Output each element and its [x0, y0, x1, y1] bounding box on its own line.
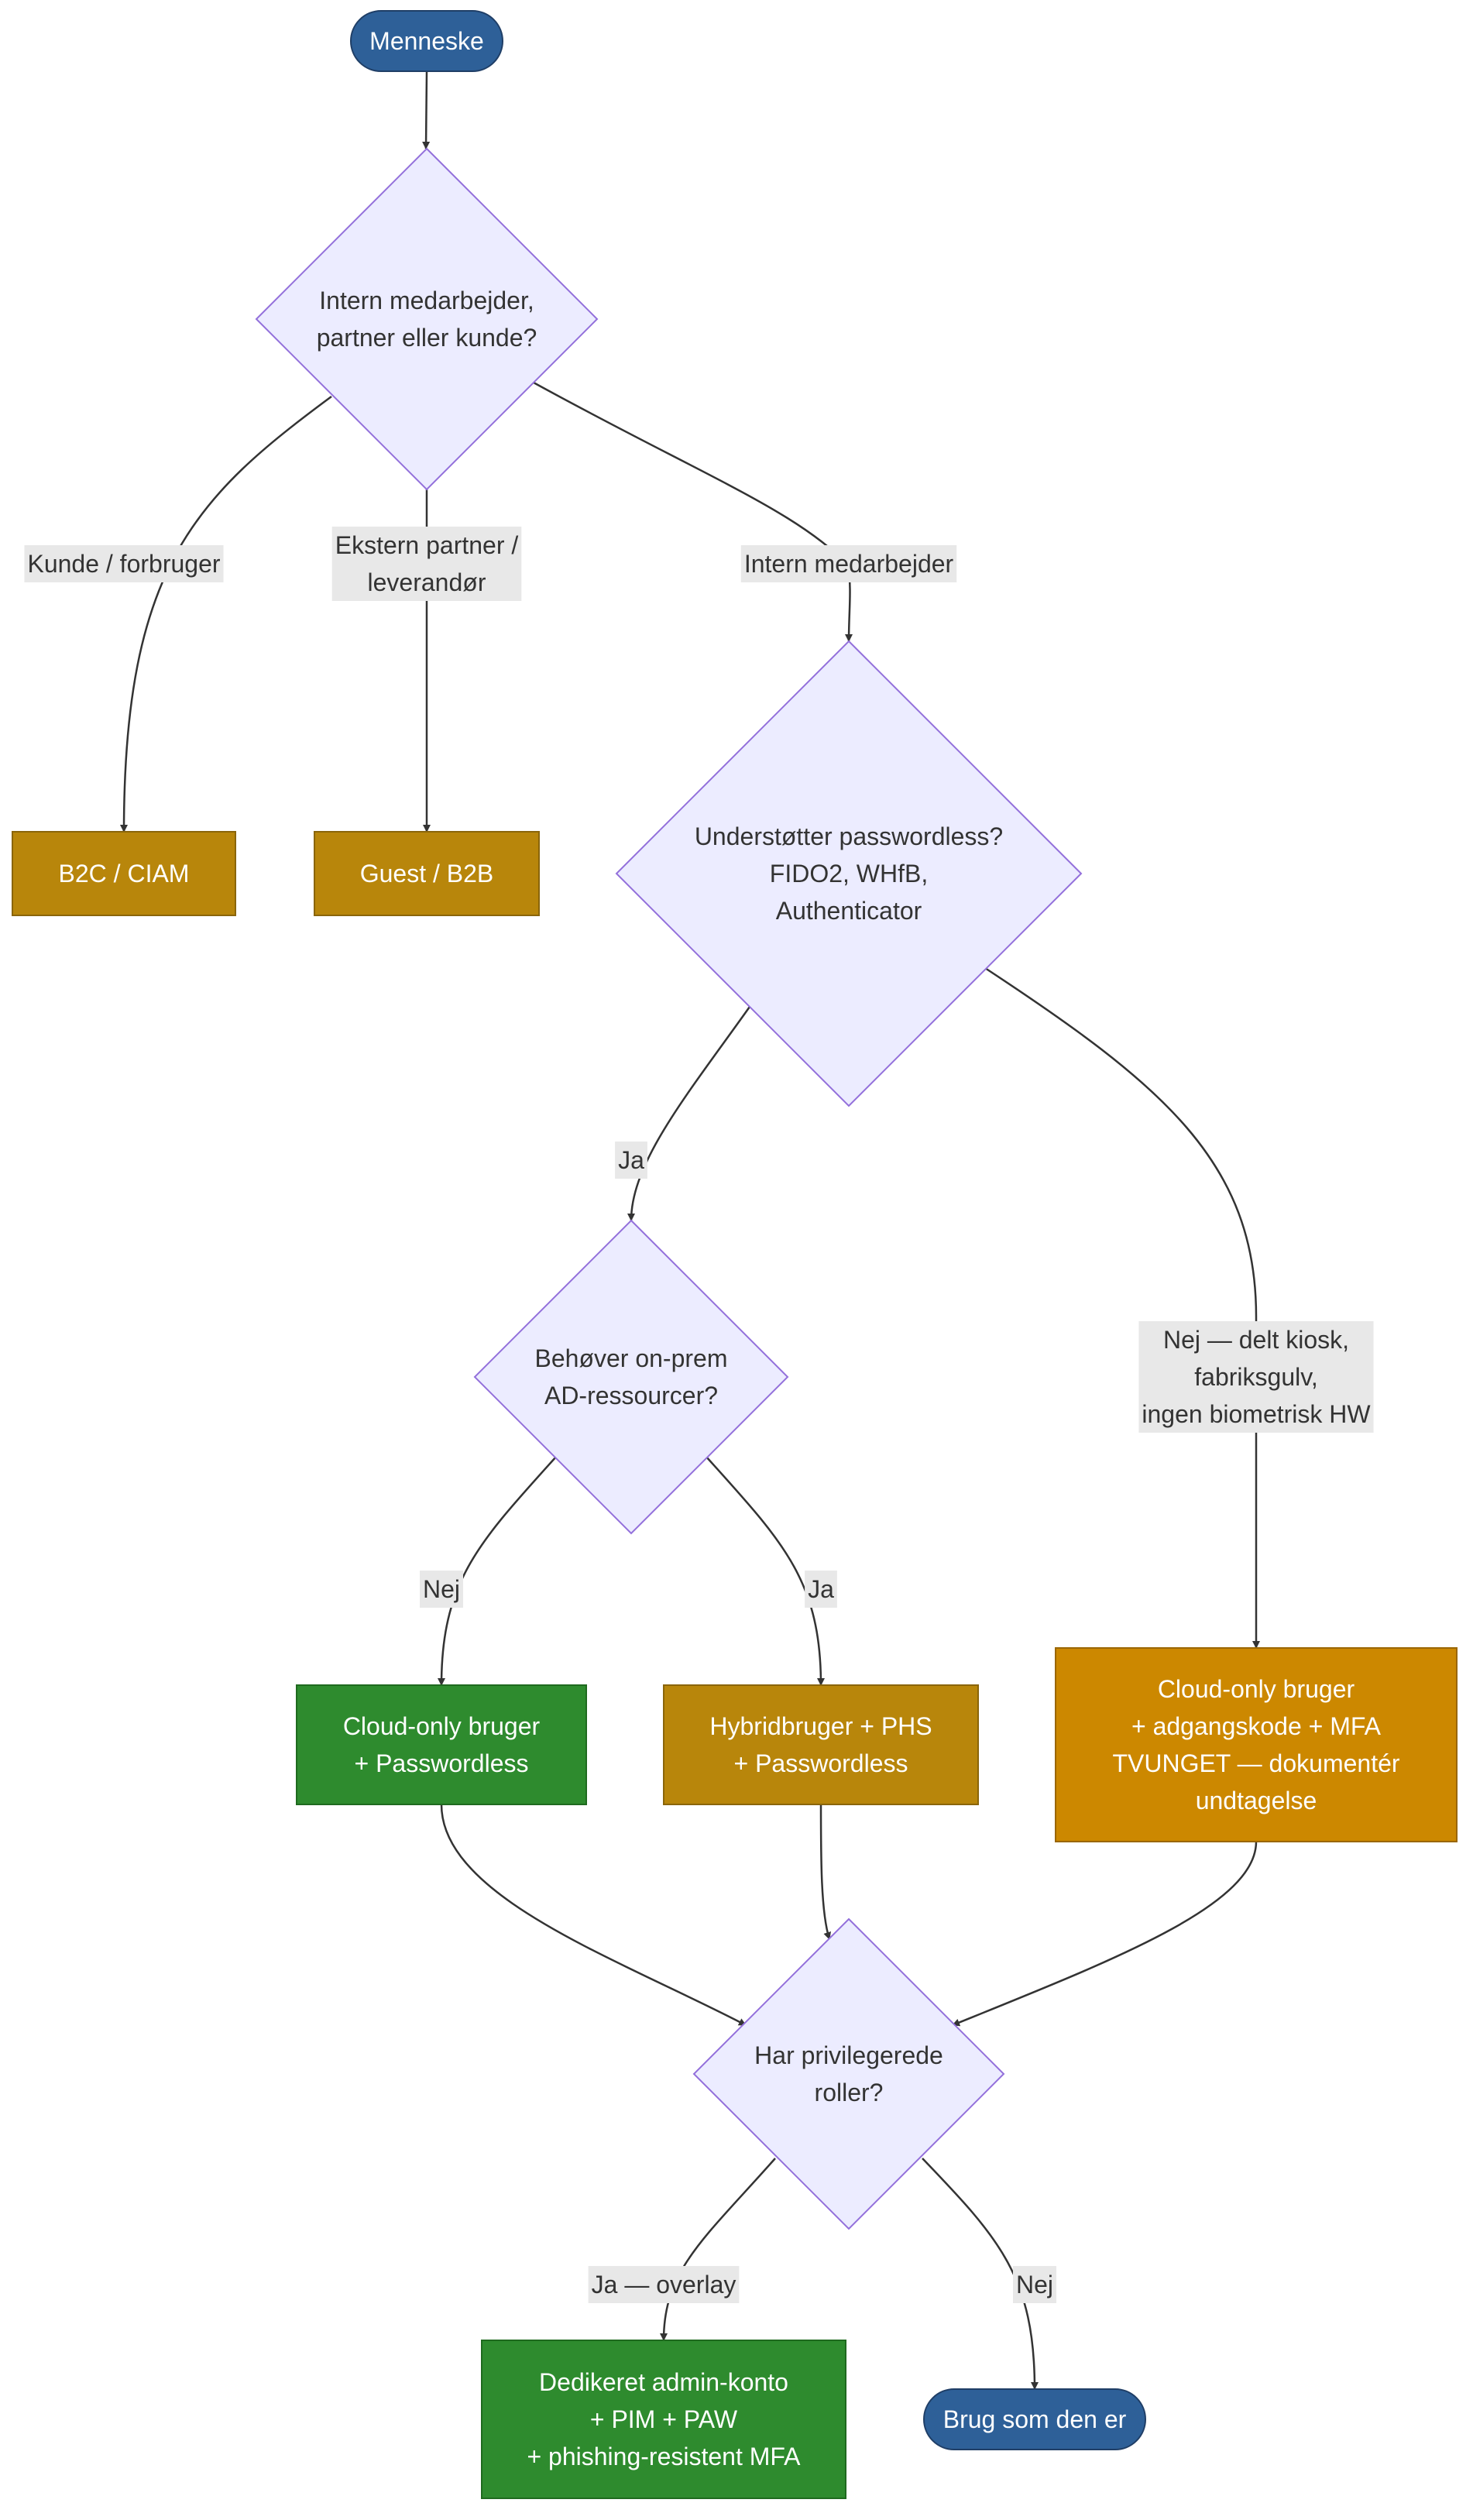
e-qtype-qpw-arrow: [533, 381, 853, 642]
edges: [120, 70, 1260, 2390]
e-qpw-cloudmfa-arrow: [984, 966, 1260, 1649]
q-type-decision-text-line: Intern medarbejder,: [319, 287, 534, 314]
e-cloudmfa-qpriv-arrow: [952, 1841, 1258, 2027]
b2c-node: B2C / CIAM: [12, 831, 236, 916]
e-qpriv-asis-label: Nej: [1012, 2266, 1057, 2303]
e-qonprem-cloudpw-label-line: Nej: [423, 1575, 460, 1603]
guest-node: Guest / B2B: [314, 831, 540, 916]
e-qpw-cloudmfa-label-line: Nej — delt kiosk,: [1163, 1326, 1349, 1354]
menneske-node: Menneske: [350, 10, 503, 72]
q-type-decision-text-line: partner eller kunde?: [317, 324, 537, 352]
e-qonprem-cloudpw-label-bg: [419, 1571, 464, 1608]
e-qtype-guest-label-bg: [331, 527, 522, 601]
cloud-mfa-node-text-line: Cloud-only bruger: [1158, 1675, 1355, 1703]
e-qtype-qpw-label-line: Intern medarbejder: [744, 550, 954, 578]
hybrid-node-text-line: Hybridbruger + PHS: [709, 1712, 932, 1740]
e-qonprem-hybrid-label-bg: [805, 1571, 837, 1608]
b2c-node-shape: [12, 831, 236, 916]
admin-node-text-line: + PIM + PAW: [590, 2405, 738, 2433]
e-qpriv-admin-arrow: [660, 2158, 776, 2341]
b2c-node-text-line: B2C / CIAM: [59, 860, 190, 887]
e-qpw-qonprem-label-bg: [615, 1142, 647, 1179]
e-qtype-b2c-label-line: Kunde / forbruger: [27, 550, 220, 578]
e-qonprem-hybrid-arrow: [705, 1455, 825, 1686]
q-onprem-decision-text-line: AD-ressourcer?: [544, 1382, 718, 1409]
q-passwordless-decision: Understøtter passwordless? FIDO2, WHfB, Au…: [615, 640, 1083, 1107]
cloud-mfa-node-text-line: + adgangskode + MFA: [1131, 1712, 1382, 1740]
cloud-mfa-node-text-line: TVUNGET — dokumentér: [1112, 1749, 1399, 1777]
q-onprem-decision-shape: [473, 1219, 789, 1535]
hybrid-node-text-line: + Passwordless: [734, 1749, 908, 1777]
e-qpriv-admin-label-line: Ja — overlay: [592, 2271, 736, 2299]
e-qonprem-hybrid-label: Ja: [805, 1571, 837, 1608]
e-cloudpw-qpriv-arrow: [440, 1804, 747, 2027]
admin-node-text-line: Dedikeret admin-konto: [539, 2368, 788, 2396]
admin-node: Dedikeret admin-konto + PIM + PAW + phishi…: [481, 2340, 846, 2499]
e-qpw-cloudmfa-label-line: fabriksgulv,: [1194, 1363, 1317, 1391]
e-qpw-qonprem-label: Ja: [615, 1142, 647, 1179]
guest-node-shape: [314, 831, 540, 916]
e-qtype-guest-label-line: leverandør: [368, 568, 486, 596]
admin-node-text-line: + phishing-resistent MFA: [527, 2443, 801, 2470]
e-menneske-qtype-arrow: [422, 70, 431, 149]
edge-labels: Kunde / forbruger Ekstern partner / levera…: [24, 527, 1374, 2303]
e-qpw-qonprem-label-line: Ja: [618, 1146, 644, 1174]
e-qpriv-admin-label-bg: [588, 2266, 740, 2303]
q-passwordless-decision-text-line: Authenticator: [776, 897, 922, 925]
cloud-mfa-node: Cloud-only bruger + adgangskode + MFA TVUN…: [1055, 1647, 1458, 1842]
e-qtype-b2c-label-bg: [24, 545, 224, 582]
hybrid-node-shape: [663, 1684, 979, 1805]
guest-node-text-line: Guest / B2B: [360, 860, 494, 887]
q-priv-decision-shape: [692, 1917, 1005, 2230]
menneske-node-shape: [350, 10, 503, 72]
e-qpriv-asis-arrow: [922, 2158, 1039, 2390]
e-qtype-guest-label-line: Ekstern partner /: [335, 531, 519, 559]
q-onprem-decision-text-line: Behøver on-prem: [535, 1344, 728, 1372]
cloud-pwless-node-text-line: + Passwordless: [355, 1749, 529, 1777]
e-hybrid-qpriv-arrow: [819, 1804, 831, 1940]
e-qtype-b2c-arrow: [120, 395, 332, 833]
e-qonprem-hybrid-label-line: Ja: [808, 1575, 834, 1603]
q-type-decision: Intern medarbejder, partner eller kunde?: [255, 147, 599, 491]
cloud-mfa-node-shape: [1055, 1647, 1458, 1842]
cloud-mfa-node-text-line: undtagelse: [1196, 1787, 1317, 1814]
q-priv-decision-text-line: roller?: [815, 2079, 884, 2106]
q-type-decision-shape: [255, 147, 599, 491]
e-qtype-b2c-label: Kunde / forbruger: [24, 545, 224, 582]
as-is-node: Brug som den er: [923, 2388, 1146, 2450]
e-qtype-guest-label: Ekstern partner / leverandør: [331, 527, 522, 601]
cloud-pwless-node-shape: [296, 1684, 587, 1805]
e-qpw-cloudmfa-label: Nej — delt kiosk, fabriksgulv, ingen biome…: [1138, 1321, 1374, 1433]
as-is-node-shape: [923, 2388, 1146, 2450]
q-passwordless-decision-shape: [615, 640, 1083, 1107]
cloud-pwless-node-text-line: Cloud-only bruger: [343, 1712, 541, 1740]
e-qpw-cloudmfa-label-bg: [1138, 1321, 1374, 1433]
e-qonprem-cloudpw-arrow: [438, 1455, 558, 1686]
e-qpriv-admin-label: Ja — overlay: [588, 2266, 740, 2303]
q-passwordless-decision-text-line: Understøtter passwordless?: [695, 822, 1003, 850]
e-qtype-qpw-label-bg: [740, 545, 957, 582]
e-qpw-qonprem-arrow: [627, 1006, 751, 1221]
q-priv-decision-text-line: Har privilegerede: [754, 2041, 943, 2069]
e-qpw-cloudmfa-label-line: ingen biometrisk HW: [1142, 1400, 1371, 1428]
e-qpriv-asis-label-bg: [1012, 2266, 1057, 2303]
e-qonprem-cloudpw-label: Nej: [419, 1571, 464, 1608]
as-is-node-text-line: Brug som den er: [943, 2405, 1127, 2433]
menneske-node-text-line: Menneske: [369, 27, 484, 55]
e-qpriv-asis-label-line: Nej: [1016, 2271, 1053, 2299]
q-passwordless-decision-text-line: FIDO2, WHfB,: [770, 860, 928, 887]
e-qtype-qpw-label: Intern medarbejder: [740, 545, 957, 582]
hybrid-node: Hybridbruger + PHS + Passwordless: [663, 1684, 979, 1805]
admin-node-shape: [481, 2340, 846, 2499]
cloud-pwless-node: Cloud-only bruger + Passwordless: [296, 1684, 587, 1805]
q-priv-decision: Har privilegerede roller?: [692, 1917, 1005, 2230]
